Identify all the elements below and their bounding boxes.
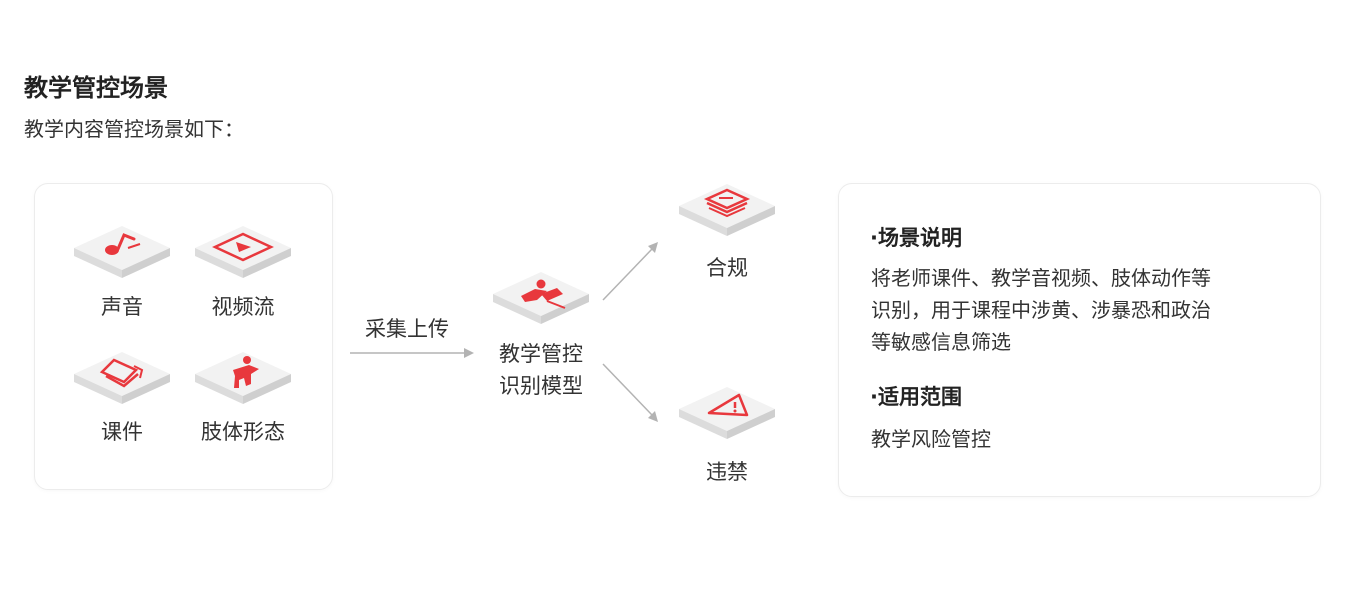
prohibited-tile — [677, 383, 777, 443]
compliant-arrow — [602, 242, 658, 301]
documents-icon — [74, 352, 170, 404]
compliance-stack-icon — [679, 184, 775, 236]
person-icon — [195, 352, 291, 404]
model-label-line1: 教学管控 — [499, 342, 583, 366]
scene-description-line-1: 将老师课件、教学音视频、肢体动作等 — [871, 266, 1211, 290]
courseware-tile — [72, 348, 172, 408]
video-tile — [193, 222, 293, 282]
warning-triangle-icon — [679, 387, 775, 439]
prohibited-arrow — [602, 363, 658, 422]
scene-description-heading: ·场景说明 — [870, 226, 962, 250]
video-play-icon — [195, 226, 291, 278]
scene-info-panel — [838, 183, 1321, 497]
page-subtitle: 教学内容管控场景如下： — [24, 117, 244, 141]
input-label-courseware: 课件 — [101, 420, 143, 444]
sound-tile — [72, 222, 172, 282]
collect-upload-label: 采集上传 — [365, 317, 449, 341]
input-label-posture: 肢体形态 — [201, 420, 285, 444]
posture-tile — [193, 348, 293, 408]
model-tile — [491, 268, 591, 328]
compliant-tile — [677, 180, 777, 240]
scope-heading: ·适用范围 — [870, 385, 962, 409]
scope-text: 教学风险管控 — [871, 427, 991, 451]
model-label-line2: 识别模型 — [499, 374, 583, 398]
page-title: 教学管控场景 — [24, 74, 168, 102]
music-note-icon — [74, 226, 170, 278]
scene-description-line-3: 等敏感信息筛选 — [871, 330, 1011, 354]
collect-arrow — [350, 348, 474, 358]
input-sources-panel — [34, 183, 333, 490]
scene-description-line-2: 识别，用于课程中涉黄、涉暴恐和政治 — [871, 298, 1211, 322]
input-label-sound: 声音 — [101, 295, 143, 319]
teaching-model-icon — [493, 272, 589, 324]
scene-description-text: 将老师课件、教学音视频、肢体动作等 识别，用于课程中涉黄、涉暴恐和政治 等敏感信… — [871, 262, 1301, 358]
output-label-compliant: 合规 — [706, 256, 748, 280]
input-label-video: 视频流 — [211, 295, 275, 319]
output-label-prohibited: 违禁 — [706, 460, 748, 484]
